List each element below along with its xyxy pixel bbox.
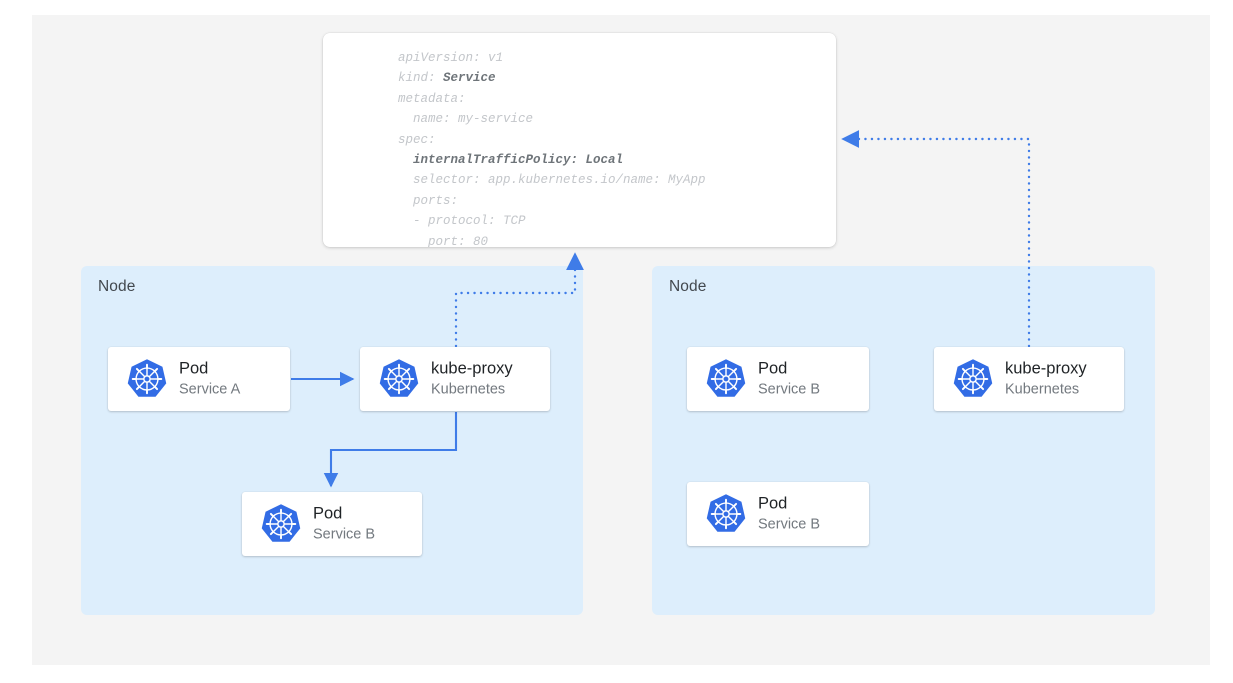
entity-subtitle: Service B — [758, 516, 821, 533]
entity-card-pod-service-b-left[interactable]: Pod Service B — [242, 492, 422, 556]
kubernetes-icon — [378, 358, 420, 400]
node-label-left: Node — [98, 278, 136, 295]
entity-title: Pod — [179, 359, 209, 378]
entity-card-kube-proxy-left[interactable]: kube-proxy Kubernetes — [360, 347, 550, 411]
yaml-emphasis: internalTrafficPolicy: Local — [413, 153, 624, 168]
entity-title: kube-proxy — [431, 359, 513, 378]
kubernetes-icon — [705, 358, 747, 400]
yaml-line: internalTrafficPolicy: Local — [398, 150, 706, 170]
entity-text: Pod Service A — [179, 359, 240, 400]
entity-title: Pod — [313, 504, 343, 523]
diagram-canvas: apiVersion: v1 kind: Service metadata: nam… — [32, 15, 1210, 665]
entity-text: kube-proxy Kubernetes — [1005, 359, 1087, 400]
entity-text: Pod Service B — [313, 504, 375, 545]
kubernetes-icon — [260, 503, 302, 545]
yaml-line: spec: — [398, 132, 436, 147]
entity-card-pod-service-b-right-bottom[interactable]: Pod Service B — [687, 482, 869, 546]
entity-text: Pod Service B — [758, 494, 820, 535]
entity-subtitle: Kubernetes — [431, 381, 506, 398]
kubernetes-icon — [126, 358, 168, 400]
node-panel-right: Node — [652, 266, 1155, 615]
yaml-emphasis: Service — [443, 71, 496, 86]
yaml-line: ports: — [398, 193, 459, 208]
entity-text: kube-proxy Kubernetes — [431, 359, 513, 400]
entity-card-pod-service-a[interactable]: Pod Service A — [108, 347, 290, 411]
entity-card-pod-service-b-right-top[interactable]: Pod Service B — [687, 347, 869, 411]
service-yaml-manifest-card: apiVersion: v1 kind: Service metadata: nam… — [323, 33, 836, 247]
yaml-line: port: 80 — [398, 234, 489, 247]
entity-title: kube-proxy — [1005, 359, 1087, 378]
yaml-line: metadata: — [398, 91, 466, 106]
entity-title: Pod — [758, 494, 788, 513]
yaml-line: - protocol: TCP — [398, 214, 526, 229]
entity-text: Pod Service B — [758, 359, 820, 400]
kubernetes-icon — [952, 358, 994, 400]
entity-title: Pod — [758, 359, 788, 378]
kubernetes-icon — [705, 493, 747, 535]
service-yaml-code: apiVersion: v1 kind: Service metadata: nam… — [398, 48, 706, 247]
entity-subtitle: Service A — [179, 381, 241, 398]
entity-subtitle: Kubernetes — [1005, 381, 1080, 398]
yaml-line: selector: app.kubernetes.io/name: MyApp — [398, 173, 706, 188]
entity-card-kube-proxy-right[interactable]: kube-proxy Kubernetes — [934, 347, 1124, 411]
yaml-line: name: my-service — [398, 112, 534, 127]
yaml-line: kind: Service — [398, 71, 496, 86]
entity-subtitle: Service B — [313, 526, 376, 543]
yaml-line: apiVersion: v1 — [398, 51, 504, 65]
node-panel-left: Node — [81, 266, 583, 615]
node-label-right: Node — [669, 278, 707, 295]
entity-subtitle: Service B — [758, 381, 821, 398]
